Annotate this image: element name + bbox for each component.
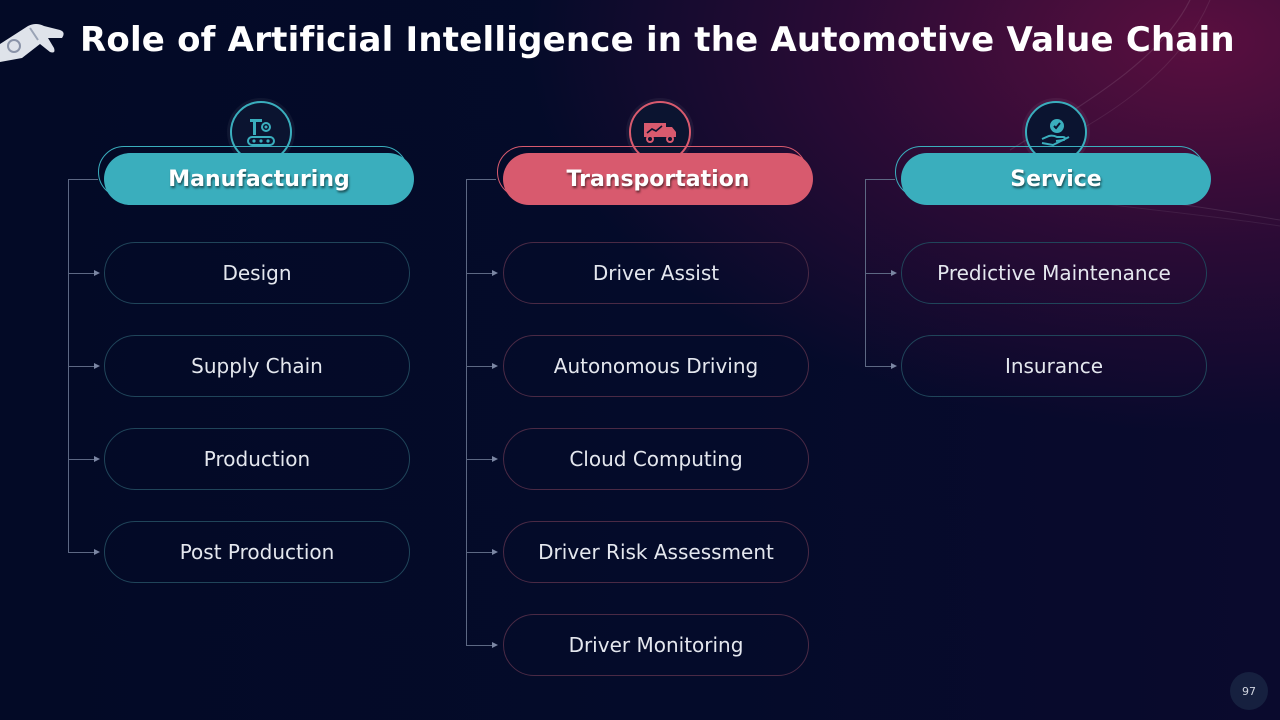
connector-arrow <box>466 270 498 276</box>
hand-service-icon <box>1025 101 1087 163</box>
connector-stub <box>865 179 895 180</box>
list-item: Cloud Computing <box>503 428 809 490</box>
connector-arrow <box>68 456 100 462</box>
transportation-column: Transportation Driver Assist Autonomous … <box>463 0 813 720</box>
list-item: Driver Assist <box>503 242 809 304</box>
list-item: Autonomous Driving <box>503 335 809 397</box>
factory-robot-icon <box>230 101 292 163</box>
delivery-truck-icon <box>629 101 691 163</box>
connector-arrow <box>865 270 897 276</box>
service-header: Service <box>901 153 1211 205</box>
list-item: Insurance <box>901 335 1207 397</box>
page-number: 97 <box>1230 672 1268 710</box>
list-item: Driver Risk Assessment <box>503 521 809 583</box>
transportation-connector-line <box>466 179 467 646</box>
connector-stub <box>68 179 98 180</box>
list-item: Predictive Maintenance <box>901 242 1207 304</box>
connector-arrow <box>466 642 498 648</box>
connector-arrow <box>865 363 897 369</box>
connector-arrow <box>466 456 498 462</box>
connector-arrow <box>68 363 100 369</box>
list-item: Post Production <box>104 521 410 583</box>
list-item: Production <box>104 428 410 490</box>
list-item: Design <box>104 242 410 304</box>
manufacturing-column: Manufacturing Design Supply Chain Produc… <box>64 0 414 720</box>
page-title: Role of Artificial Intelligence in the A… <box>80 20 1235 60</box>
connector-arrow <box>466 549 498 555</box>
transportation-header: Transportation <box>503 153 813 205</box>
connector-arrow <box>68 549 100 555</box>
service-column: Service Predictive Maintenance Insurance <box>862 0 1211 720</box>
manufacturing-header: Manufacturing <box>104 153 414 205</box>
list-item: Supply Chain <box>104 335 410 397</box>
list-item: Driver Monitoring <box>503 614 809 676</box>
connector-arrow <box>68 270 100 276</box>
robot-hand-icon <box>0 24 64 62</box>
connector-arrow <box>466 363 498 369</box>
connector-stub <box>466 179 496 180</box>
